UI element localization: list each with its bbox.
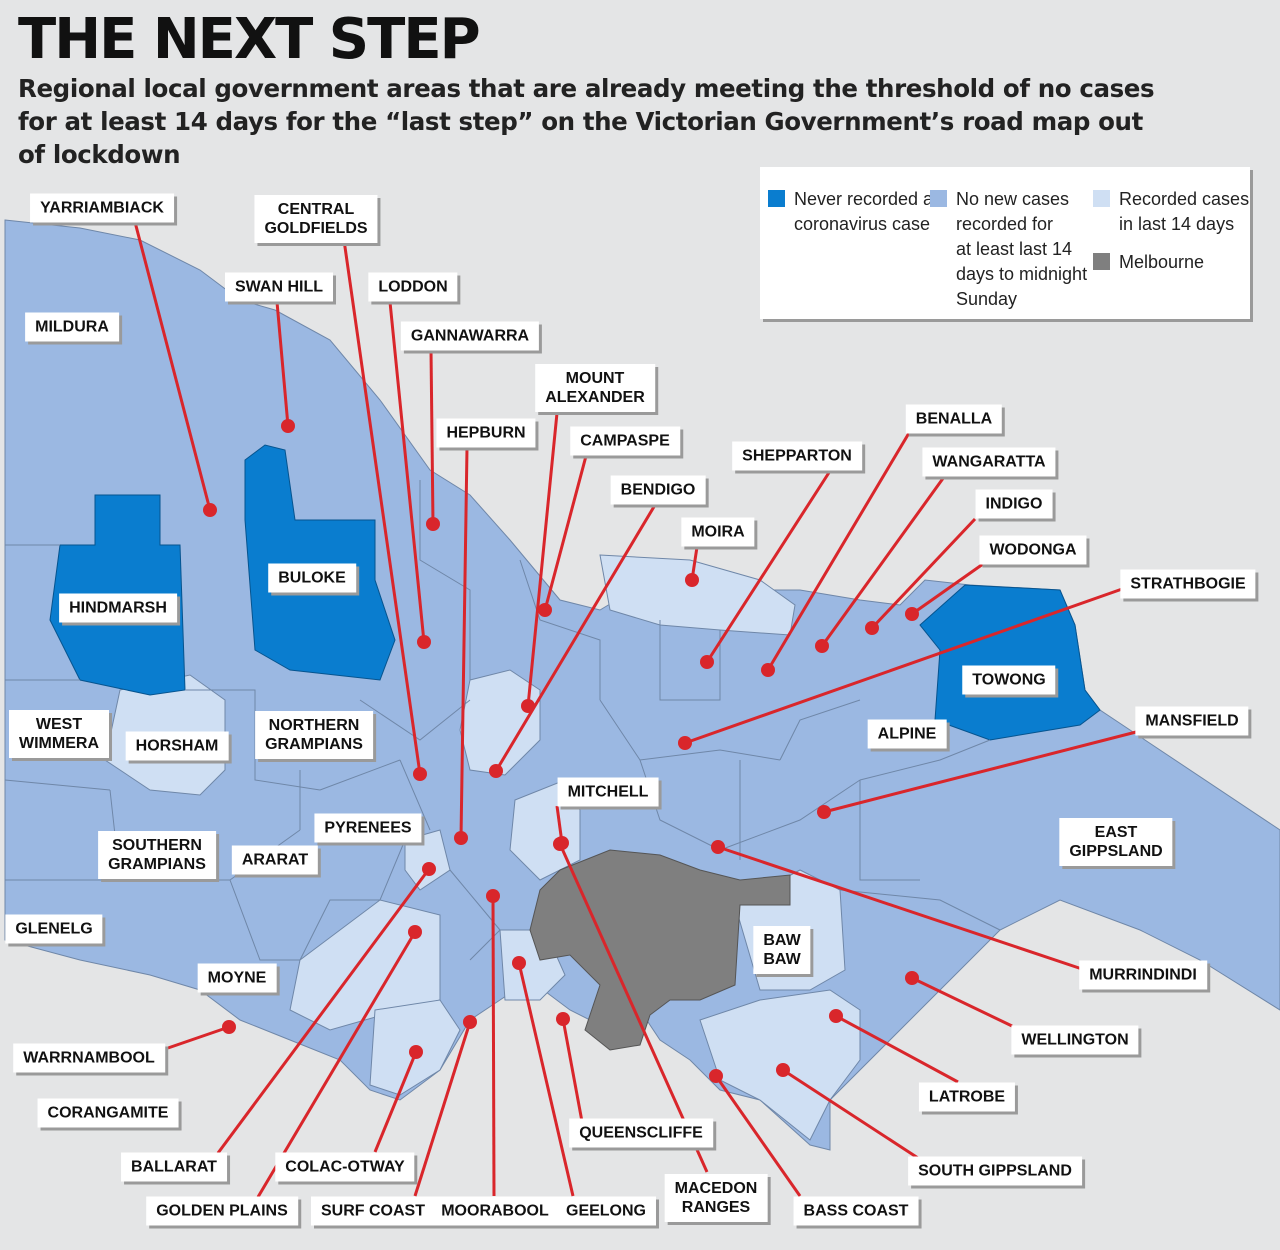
label-mildura: MILDURA (25, 312, 119, 342)
label-warrnambool: WARRNAMBOOL (13, 1043, 165, 1073)
label-geelong: GEELONG (555, 1196, 657, 1226)
legend: Never recorded a coronavirus case No new… (760, 167, 1250, 319)
legend-item-never: Never recorded a coronavirus case (768, 187, 933, 237)
label-alpine: ALPINE (867, 719, 947, 749)
label-bendigo: BENDIGO (610, 475, 706, 505)
label-strathbogie: STRATHBOGIE (1120, 569, 1256, 599)
legend-swatch-no-new (930, 190, 947, 207)
legend-label-melbourne: Melbourne (1119, 252, 1205, 272)
label-loddon: LODDON (368, 272, 458, 302)
label-murrindindi: MURRINDINDI (1079, 960, 1207, 990)
towong-region (919, 584, 1101, 741)
label-hindmarsh: HINDMARSH (59, 593, 177, 623)
legend-label-recorded: Recorded cases in last 14 days (1119, 189, 1250, 234)
label-surf-coast: SURF COAST (311, 1196, 435, 1226)
label-east-gippsland: EAST GIPPSLAND (1059, 818, 1173, 866)
label-baw-baw: BAW BAW (753, 926, 811, 974)
lga-markers (203, 419, 919, 1083)
label-macedon-ranges: MACEDON RANGES (664, 1174, 768, 1222)
label-ballarat: BALLARAT (121, 1152, 227, 1182)
label-wodonga: WODONGA (979, 535, 1087, 565)
label-towong: TOWONG (962, 665, 1056, 695)
legend-swatch-never (768, 190, 785, 207)
label-hepburn: HEPBURN (436, 418, 536, 448)
legend-item-no-new: No new cases recorded for at least last … (930, 187, 1087, 312)
label-moira: MOIRA (681, 517, 755, 547)
label-moorabool: MOORABOOL (431, 1196, 559, 1226)
label-south-gippsland: SOUTH GIPPSLAND (908, 1156, 1082, 1186)
leader-lines (133, 221, 1141, 1198)
label-buloke: BULOKE (268, 563, 356, 593)
map-subtitle: Regional local government areas that are… (18, 74, 1155, 169)
legend-swatch-melbourne (1093, 253, 1110, 270)
victoria-state-shape (4, 219, 1280, 1151)
label-queenscliffe: QUEENSCLIFFE (569, 1118, 713, 1148)
label-wellington: WELLINGTON (1011, 1025, 1139, 1055)
label-mansfield: MANSFIELD (1135, 706, 1249, 736)
lga-borders (4, 480, 1001, 961)
label-central-goldfields: CENTRAL GOLDFIELDS (254, 195, 378, 243)
label-gannawarra: GANNAWARRA (400, 321, 540, 351)
label-latrobe: LATROBE (918, 1082, 1016, 1112)
label-west-wimmera: WEST WIMMERA (9, 710, 109, 758)
label-campaspe: CAMPASPE (570, 426, 680, 456)
label-northern-grampians: NORTHERN GRAMPIANS (255, 711, 373, 759)
label-glenelg: GLENELG (5, 914, 103, 944)
legend-item-recorded: Recorded cases in last 14 days (1093, 187, 1249, 237)
label-mitchell: MITCHELL (557, 777, 659, 807)
label-benalla: BENALLA (905, 404, 1003, 434)
legend-label-never: Never recorded a coronavirus case (794, 189, 934, 234)
label-corangamite: CORANGAMITE (37, 1098, 179, 1128)
legend-swatch-recorded (1093, 190, 1110, 207)
label-ararat: ARARAT (231, 845, 319, 875)
label-southern-grampians: SOUTHERN GRAMPIANS (98, 831, 216, 879)
legend-item-melbourne: Melbourne (1093, 250, 1204, 275)
label-indigo: INDIGO (975, 489, 1053, 519)
label-wangaratta: WANGARATTA (922, 447, 1056, 477)
label-bass-coast: BASS COAST (793, 1196, 919, 1226)
ballarat-region (404, 829, 451, 891)
label-shepparton: SHEPPARTON (732, 441, 862, 471)
label-swan-hill: SWAN HILL (225, 272, 333, 302)
label-horsham: HORSHAM (125, 731, 229, 761)
label-colac-otway: COLAC-OTWAY (275, 1152, 415, 1182)
label-mount-alexander: MOUNT ALEXANDER (535, 364, 655, 412)
buloke-region (244, 444, 396, 681)
label-golden-plains: GOLDEN PLAINS (146, 1196, 298, 1226)
label-yarriambiack: YARRIAMBIACK (30, 193, 174, 223)
label-pyrenees: PYRENEES (314, 813, 422, 843)
legend-label-no-new: No new cases recorded for at least last … (956, 189, 1088, 309)
melbourne-region (529, 849, 791, 1051)
label-moyne: MOYNE (197, 963, 277, 993)
map-title: THE NEXT STEP (18, 7, 481, 72)
